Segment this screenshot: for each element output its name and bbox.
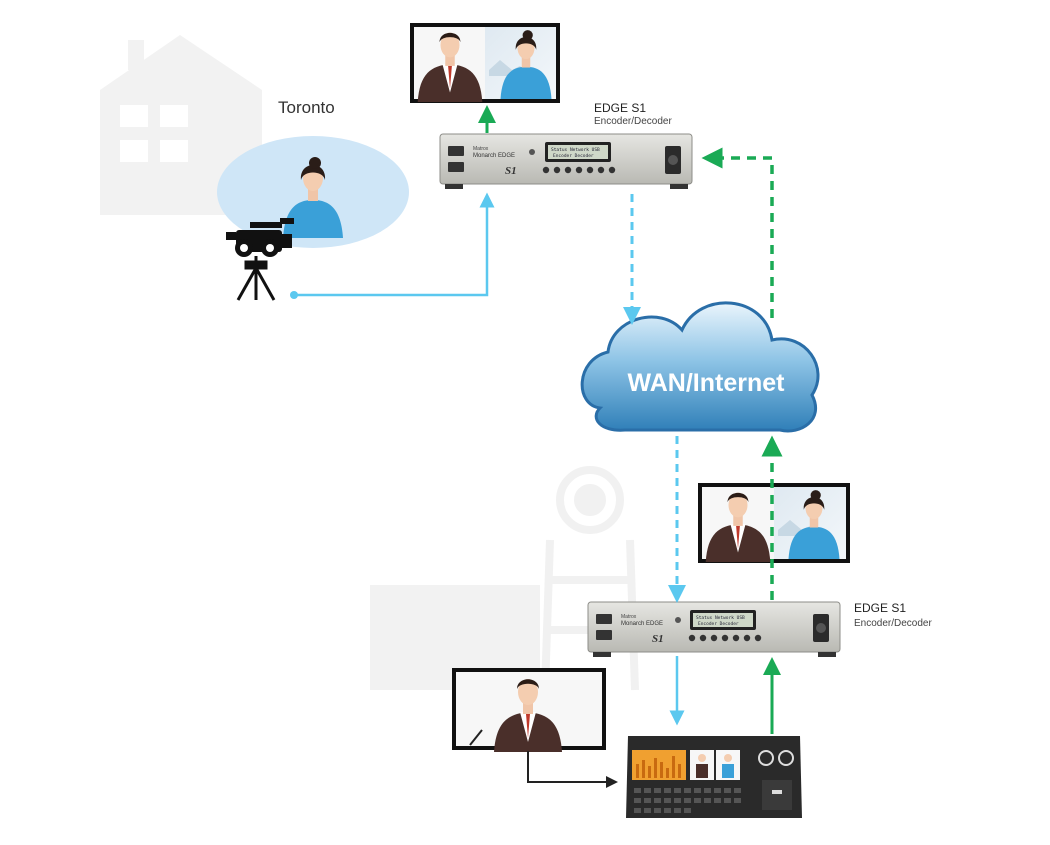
production-switcher-icon	[626, 736, 802, 818]
return-to-top-device-line	[701, 147, 774, 318]
location-label: Toronto	[278, 98, 335, 117]
broadcast-tower-watermark-icon	[541, 466, 639, 691]
device-top-lcd-line2: Encoder Decoder	[553, 153, 594, 159]
pen-icon	[469, 729, 483, 746]
device-bottom-title: EDGE S1	[854, 601, 906, 615]
cloud-icon	[580, 301, 820, 433]
encoder-device-top	[439, 133, 693, 189]
device-top-subtitle: Encoder/Decoder	[594, 116, 672, 127]
device-bottom-model: S1	[652, 633, 664, 645]
device-bottom-brand-line2: Monarch EDGE	[621, 621, 663, 627]
device-top-model: S1	[505, 165, 517, 177]
device-bottom-brand-line1: Matrox	[621, 614, 637, 620]
device-top-brand-line2: Monarch EDGE	[473, 153, 515, 159]
camera-feed-line	[296, 192, 495, 297]
house-watermark-windows	[120, 105, 188, 162]
device-bottom-subtitle: Encoder/Decoder	[854, 618, 932, 629]
video-camera-icon	[226, 218, 294, 257]
encoder-device-bottom	[587, 601, 841, 657]
device-bottom-lcd-line1: Status Network USB	[696, 615, 745, 621]
camera-feed-start-dot	[290, 291, 298, 299]
device-bottom-lcd-line2: Encoder Decoder	[698, 621, 739, 627]
device-top-title: EDGE S1	[594, 101, 646, 115]
local-feed-line	[527, 751, 618, 788]
cloud-label: WAN/Internet	[628, 369, 786, 397]
device-top-lcd-line1: Status Network USB	[551, 147, 600, 153]
tripod-icon	[236, 256, 276, 301]
device-top-brand-line1: Matrox	[473, 146, 489, 152]
